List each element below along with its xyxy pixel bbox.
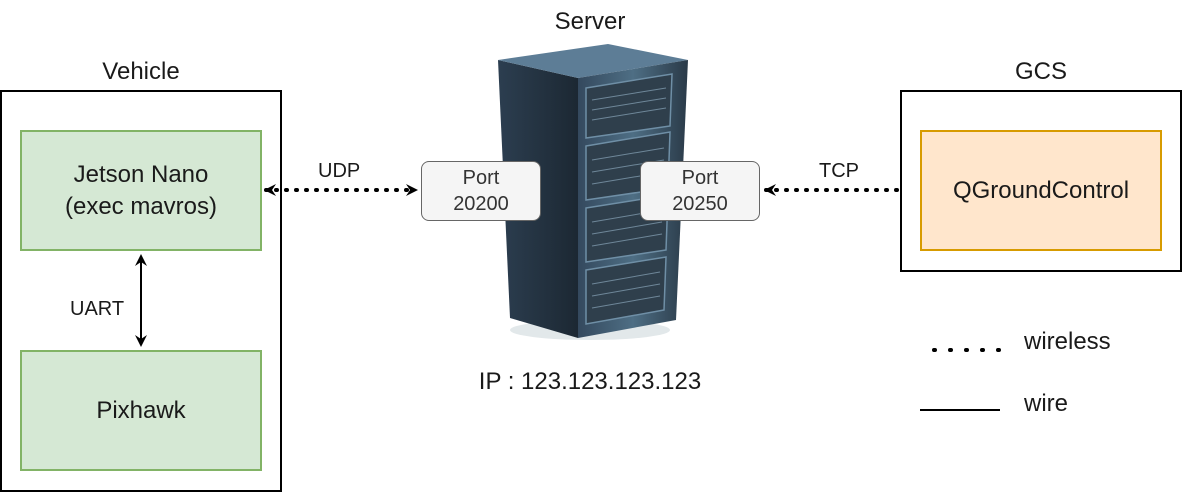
port-20200-box[interactable]: Port 20200 [421, 161, 541, 221]
qgroundcontrol-label: QGroundControl [952, 176, 1130, 204]
qgroundcontrol-node[interactable]: QGroundControl [920, 130, 1162, 251]
port-20200-number: 20200 [453, 193, 509, 215]
port-20250-number: 20250 [672, 193, 728, 215]
gcs-title: GCS [1014, 58, 1067, 85]
uart-label: UART [70, 298, 125, 320]
port-20200-label: Port [462, 167, 500, 189]
udp-label: UDP [318, 160, 361, 182]
server-rack-icon [498, 44, 688, 340]
legend-wireless-label: wireless [1024, 328, 1111, 355]
server-title: Server [554, 8, 626, 35]
tcp-label: TCP [819, 160, 859, 182]
pixhawk-node[interactable]: Pixhawk [20, 350, 262, 471]
jetson-nano-node[interactable]: Jetson Nano (exec mavros) [20, 130, 262, 251]
vehicle-title: Vehicle [102, 58, 180, 85]
pixhawk-label: Pixhawk [96, 396, 186, 424]
port-20250-label: Port [681, 167, 719, 189]
jetson-nano-sublabel: (exec mavros) [64, 192, 218, 220]
port-20250-box[interactable]: Port 20250 [640, 161, 760, 221]
server-ip-label: IP : 123.123.123.123 [478, 368, 702, 395]
jetson-nano-label: Jetson Nano [73, 160, 209, 188]
legend-wire-label: wire [1024, 390, 1069, 417]
